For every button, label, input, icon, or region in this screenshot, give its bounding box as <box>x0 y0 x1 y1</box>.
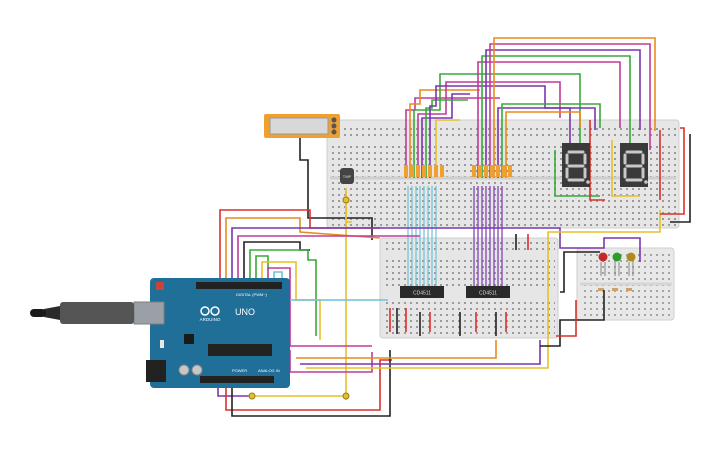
wires-arduino[interactable] <box>217 127 691 417</box>
wire-bundle-left[interactable] <box>405 73 596 178</box>
arduino-logo-icon <box>200 306 220 316</box>
seven-segment-display-2 <box>620 143 648 187</box>
svg-text:TMP: TMP <box>343 174 352 179</box>
chip-2-label: CD4511 <box>479 291 497 297</box>
chip-decoder-2[interactable]: CD4511 <box>466 286 510 298</box>
arduino-brand: ARDUINO <box>200 317 221 322</box>
wire-bundle-right[interactable] <box>477 37 656 178</box>
breadboard-small[interactable] <box>576 247 675 321</box>
resistor-array-right[interactable] <box>472 165 512 177</box>
arduino-model: UNO <box>235 307 255 317</box>
led-green[interactable] <box>612 252 622 277</box>
led-yellow[interactable] <box>626 252 636 277</box>
temperature-sensor[interactable]: TMP <box>340 168 354 184</box>
lcd-module[interactable] <box>264 114 340 138</box>
wire-links-purple[interactable] <box>473 186 503 290</box>
wire-links-blue[interactable] <box>407 186 437 290</box>
seven-segment-display-1 <box>562 143 590 187</box>
led-red[interactable] <box>598 252 608 277</box>
arduino-uno-board[interactable]: ARDUINO UNO DIGITAL (PWM~) POWER ANALOG … <box>133 278 290 388</box>
reset-button-icon[interactable] <box>156 282 164 290</box>
junction-markers <box>248 196 350 400</box>
arduino-digital-label: DIGITAL (PWM~) <box>236 292 268 297</box>
usb-cable-icon <box>30 302 134 324</box>
arduino-power-label: POWER <box>232 368 247 373</box>
arduino-analog-label: ANALOG IN <box>258 368 280 373</box>
resistor-array-left[interactable] <box>404 165 444 177</box>
chip-decoder-1[interactable]: CD4511 <box>400 286 444 298</box>
jumpers-middle[interactable] <box>389 234 529 336</box>
chip-1-label: CD4511 <box>413 291 431 297</box>
led-resistors[interactable] <box>598 288 632 291</box>
